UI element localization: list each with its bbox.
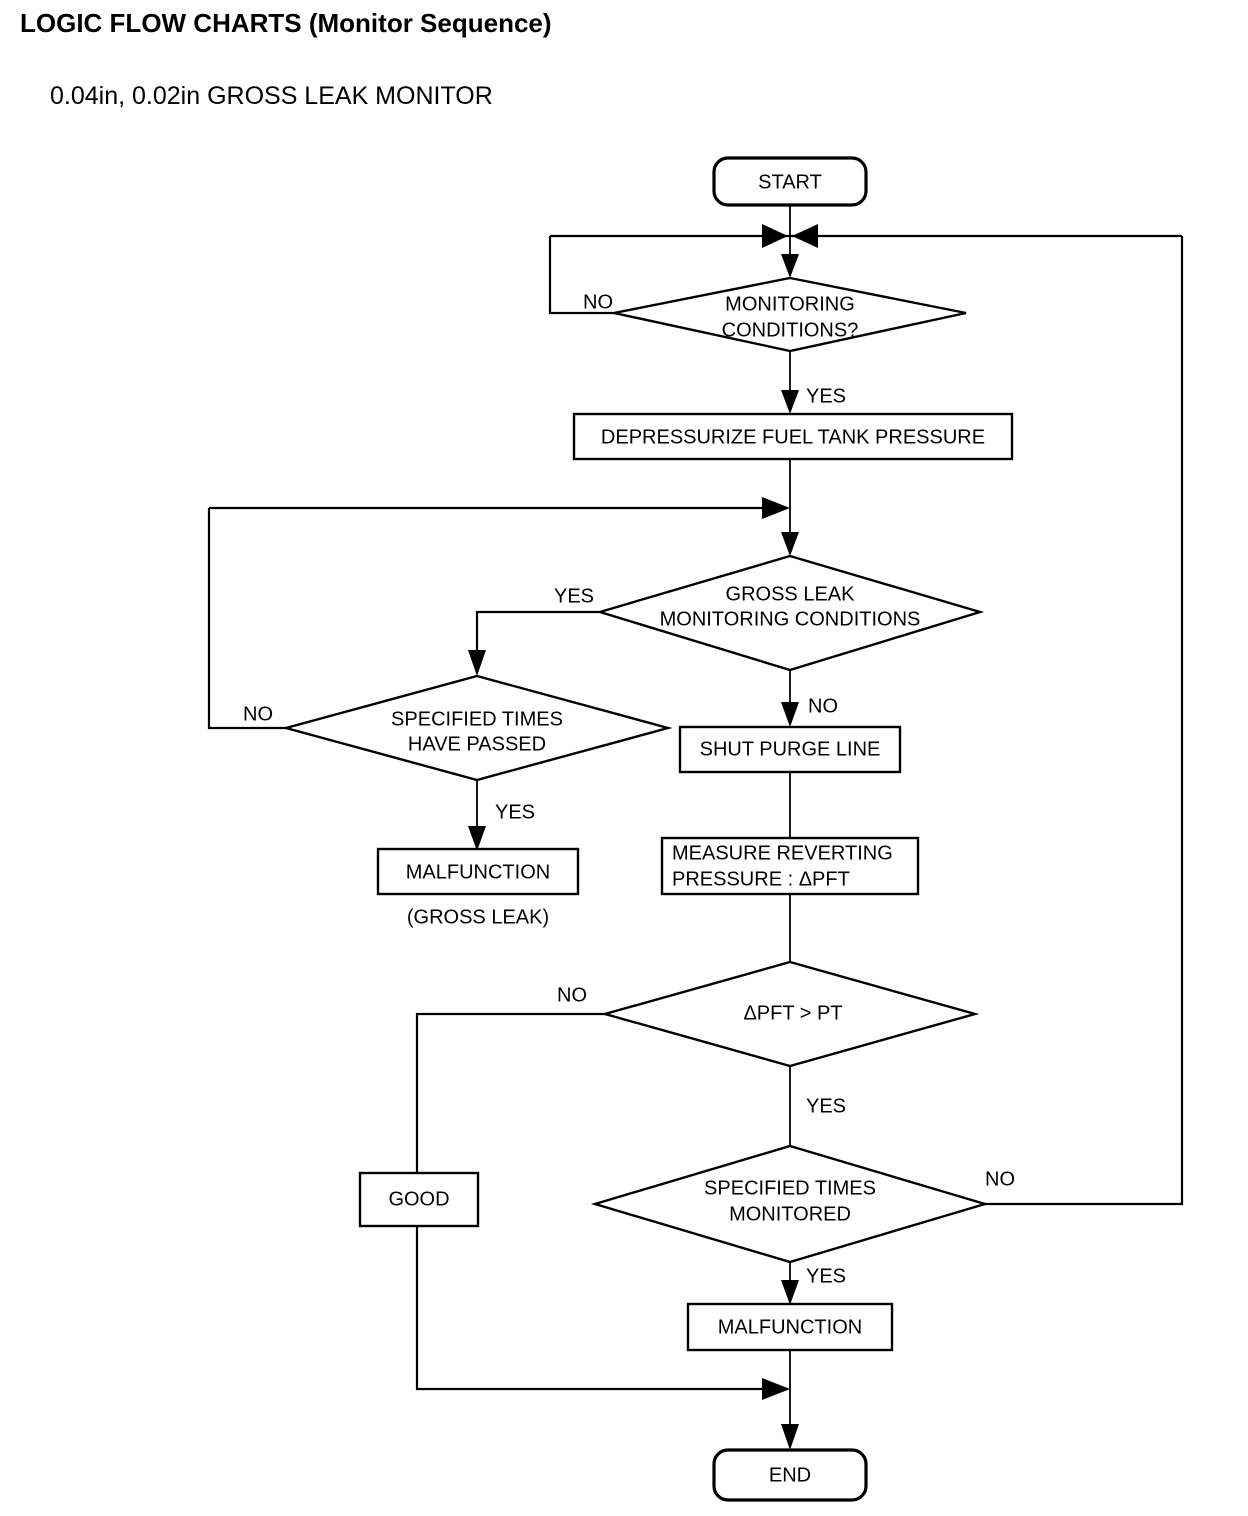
node-malfunction-gross-leak-caption: (GROSS LEAK)	[407, 906, 549, 928]
node-specified-times-passed-label-2: HAVE PASSED	[408, 733, 546, 755]
node-monitoring-conditions-label-1: MONITORING	[725, 293, 855, 315]
edge-monitoring-no-loop	[548, 236, 614, 315]
node-malfunction	[686, 1302, 894, 1352]
node-good-label: GOOD	[388, 1188, 449, 1210]
edge-label-monitoring-yes: YES	[806, 385, 846, 407]
node-dpft-gt-pt-label: ΔPFT > PT	[743, 1002, 842, 1024]
node-gross-leak-conditions-label-2: MONITORING CONDITIONS	[660, 608, 921, 630]
node-gross-leak-conditions-label-1: GROSS LEAK	[726, 583, 856, 605]
arrowhead-into-malfunction-grossleak	[468, 826, 486, 851]
edge-label-monitored-no: NO	[985, 1168, 1015, 1190]
node-shut-purge-line-label: SHUT PURGE LINE	[700, 738, 881, 760]
edge-label-dpft-no: NO	[557, 984, 587, 1006]
node-good	[358, 1171, 480, 1228]
node-specified-times-monitored-label-1: SPECIFIED TIMES	[704, 1177, 876, 1199]
node-malfunction-label: MALFUNCTION	[718, 1316, 862, 1338]
node-specified-times-monitored-label-2: MONITORED	[729, 1203, 851, 1225]
edge-monitored-no-loop	[985, 236, 1184, 1206]
edge-label-monitoring-no: NO	[583, 291, 613, 313]
edge-label-dpft-yes: YES	[806, 1095, 846, 1117]
arrowhead-merge-right-in	[792, 224, 818, 248]
node-specified-times-passed-label-1: SPECIFIED TIMES	[391, 708, 563, 730]
arrowhead-merge-left-in	[762, 224, 788, 248]
node-end-label: END	[769, 1464, 811, 1486]
node-malfunction-gross-leak	[376, 847, 580, 896]
arrowhead-into-grossleak	[781, 532, 799, 556]
arrowhead-into-specified-passed	[468, 650, 486, 676]
arrowhead-into-depressurize	[781, 390, 799, 414]
edge-grossleak-yes	[475, 610, 600, 656]
node-start	[712, 156, 868, 207]
arrowhead-into-monitoring	[781, 254, 799, 278]
arrowhead-into-shut-purge	[781, 702, 799, 727]
node-measure-reverting-label-1: MEASURE REVERTING	[672, 842, 893, 864]
node-depressurize	[572, 412, 1014, 461]
edge-label-specified-passed-no: NO	[243, 703, 273, 725]
edge-label-specified-passed-yes: YES	[495, 801, 535, 823]
edge-specified-passed-no	[207, 508, 286, 730]
arrowhead-into-malfunction	[781, 1280, 799, 1305]
arrowhead-into-end	[781, 1424, 799, 1450]
node-depressurize-label: DEPRESSURIZE FUEL TANK PRESSURE	[601, 426, 985, 448]
edge-label-gross-leak-no: NO	[808, 695, 838, 717]
node-measure-reverting-label-2: PRESSURE : ΔPFT	[672, 868, 850, 890]
edge-label-gross-leak-yes: YES	[554, 585, 594, 607]
arrowhead-good-into-end-line	[762, 1378, 790, 1400]
edge-label-monitored-yes: YES	[806, 1265, 846, 1287]
node-monitoring-conditions-label-2: CONDITIONS?	[722, 319, 859, 341]
node-malfunction-gross-leak-label: MALFUNCTION	[406, 861, 550, 883]
page-title: LOGIC FLOW CHARTS (Monitor Sequence)	[20, 8, 552, 38]
arrowhead-loop-return-grossleak	[762, 497, 790, 519]
node-start-label: START	[758, 171, 822, 193]
node-end	[712, 1448, 868, 1502]
chart-subtitle: 0.04in, 0.02in GROSS LEAK MONITOR	[50, 82, 493, 110]
